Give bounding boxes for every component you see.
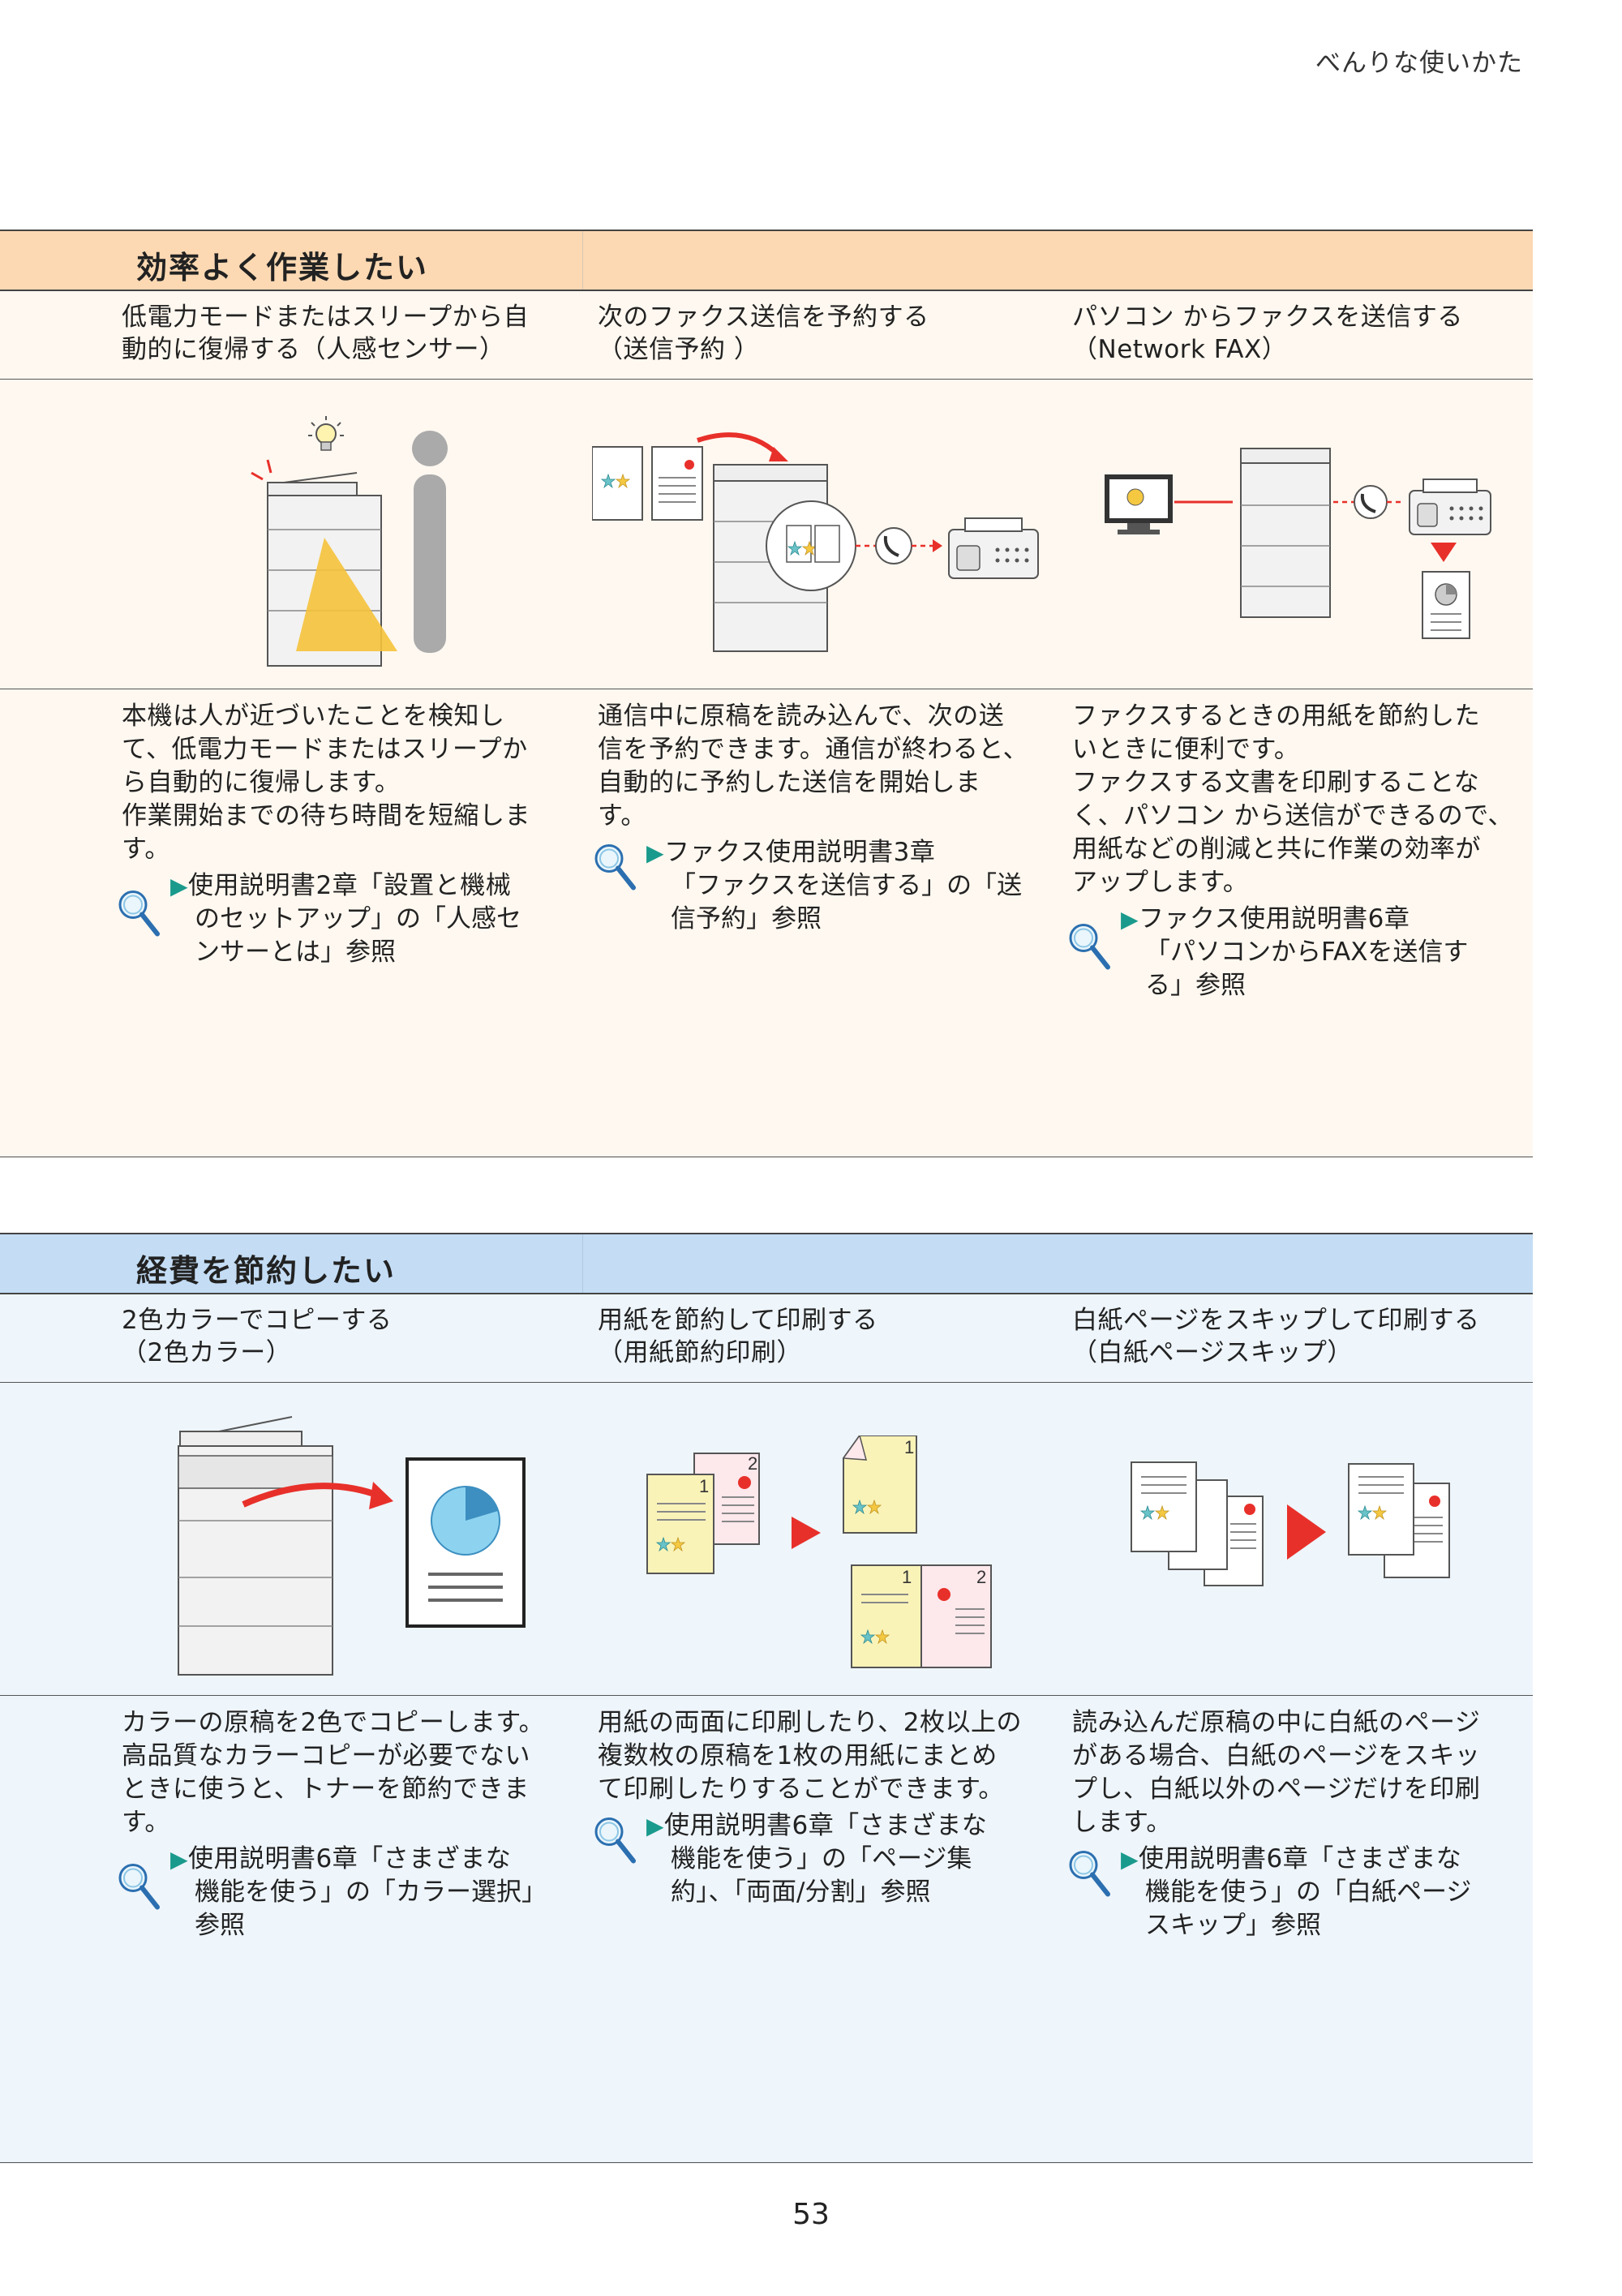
feature-subhead: パソコン からファクスを送信する （Network FAX） <box>1072 303 1463 364</box>
transmission-reservation-illustration <box>592 432 1039 652</box>
page-number: 53 <box>792 2198 830 2231</box>
triangle-bullet-icon: ▶ <box>1121 1846 1139 1873</box>
feature-subhead: 低電力モードまたはスリープから自 動的に復帰する（人感センサー） <box>122 303 530 364</box>
feature-subhead: 用紙を節約して印刷する （用紙節約印刷） <box>598 1306 878 1367</box>
magnifier-icon <box>1066 916 1114 976</box>
section-title: 効率よく作業したい <box>136 250 429 285</box>
section-title-bar: 効率よく作業したい <box>0 230 1533 291</box>
row-divider <box>0 379 1533 380</box>
triangle-bullet-icon: ▶ <box>170 873 189 899</box>
chapter-header-label: べんりな使いかた <box>1315 49 1523 78</box>
blank-page-skip-illustration <box>1131 1461 1450 1586</box>
two-color-copy-illustration <box>178 1416 526 1676</box>
row-divider <box>0 1382 1533 1383</box>
triangle-bullet-icon: ▶ <box>646 1813 665 1839</box>
magnifier-icon <box>1066 1843 1114 1903</box>
row-divider <box>0 1695 1533 1696</box>
page-number-label: 2 <box>748 1453 757 1474</box>
page-number-label: 1 <box>902 1567 912 1587</box>
section-efficiency: 効率よく作業したい 低電力モードまたはスリープから自 動的に復帰する（人感センサ… <box>0 230 1533 1158</box>
feature-subhead: 次のファクス送信を予約する （送信予約 ） <box>598 303 929 364</box>
page-number-label: 1 <box>904 1437 914 1457</box>
network-fax-illustration <box>1105 448 1491 639</box>
feature-subhead: 2色カラーでコピーする （2色カラー） <box>122 1306 393 1367</box>
section-title-bar: 経費を節約したい <box>0 1233 1533 1294</box>
manual-reference[interactable]: ▶ファクス使用説明書6章 「パソコンからFAXを送信す る」参照 <box>1072 903 1526 1002</box>
feature-subhead: 白紙ページをスキップして印刷する （白紙ページスキップ） <box>1072 1306 1480 1367</box>
section-cost-saving: 経費を節約したい 2色カラーでコピーする （2色カラー） 用紙を節約して印刷する… <box>0 1233 1533 2164</box>
triangle-bullet-icon: ▶ <box>1121 906 1139 933</box>
magnifier-icon <box>115 1856 164 1916</box>
magnifier-icon <box>591 1809 640 1870</box>
manual-reference[interactable]: ▶使用説明書6章「さまざまな 機能を使う」の「カラー選択」 参照 <box>122 1843 576 1942</box>
paper-saving-illustration: 2 1 1 1 2 <box>646 1436 992 1668</box>
row-divider <box>0 2162 1533 2163</box>
section-title: 経費を節約したい <box>136 1253 397 1289</box>
triangle-bullet-icon: ▶ <box>646 839 665 866</box>
manual-reference[interactable]: ▶使用説明書2章「設置と機械 のセットアップ」の「人感セ ンサーとは」参照 <box>122 869 576 969</box>
human-sensor-illustration <box>251 416 448 667</box>
magnifier-icon <box>115 882 164 943</box>
feature-description: 通信中に原稿を読み込んで、次の送 信を予約できます。通信が終わると、 自動的に予… <box>598 700 1052 936</box>
feature-description: カラーの原稿を2色でコピーします。 高品質なカラーコピーが必要でない ときに使う… <box>122 1706 576 1942</box>
triangle-bullet-icon: ▶ <box>170 1846 189 1873</box>
page-number-label: 1 <box>699 1476 709 1496</box>
magnifier-icon <box>591 836 640 897</box>
manual-reference[interactable]: ▶使用説明書6章「さまざまな 機能を使う」の「ページ集 約」、「両面/分割」参照 <box>598 1809 1052 1909</box>
feature-description: 用紙の両面に印刷したり、2枚以上の 複数枚の原稿を1枚の用紙にまとめ て印刷した… <box>598 1706 1052 1909</box>
manual-reference[interactable]: ▶使用説明書6章「さまざまな 機能を使う」の「白紙ページ スキップ」参照 <box>1072 1843 1526 1942</box>
feature-description: 本機は人が近づいたことを検知し て、低電力モードまたはスリープか ら自動的に復帰… <box>122 700 576 969</box>
feature-description: 読み込んだ原稿の中に白紙のページ がある場合、白紙のページをスキッ プし、白紙以… <box>1072 1706 1526 1942</box>
feature-description: ファクスするときの用紙を節約した いときに便利です。 ファクスする文書を印刷する… <box>1072 700 1526 1002</box>
page-number-label: 2 <box>976 1567 986 1587</box>
manual-reference[interactable]: ▶ファクス使用説明書3章 「ファクスを送信する」の「送 信予約」参照 <box>598 836 1052 936</box>
